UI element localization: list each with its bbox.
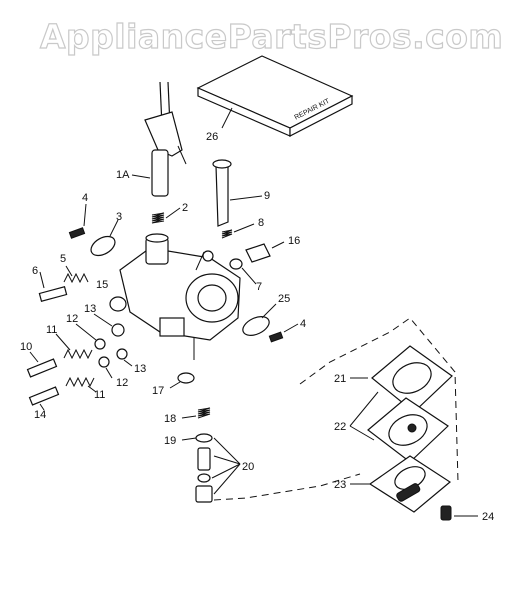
idle-screw-spring (38, 265, 89, 302)
throttle-spring (151, 207, 181, 224)
label-2: 2 (182, 202, 188, 214)
label-3: 3 (116, 211, 122, 223)
choke-plate (229, 258, 257, 285)
label-22: 22 (334, 421, 346, 433)
dashed-connection-line (213, 317, 459, 501)
label-21: 21 (334, 373, 346, 385)
float-bowl-column (169, 338, 241, 503)
label-20: 20 (242, 461, 254, 473)
throttle-plate-screw (68, 203, 87, 239)
welch-plug (245, 241, 285, 263)
label-11-top: 11 (46, 324, 57, 336)
label-16: 16 (288, 235, 300, 247)
label-7: 7 (256, 281, 262, 293)
label-11-bottom: 11 (94, 389, 105, 401)
carburetor-body (119, 233, 241, 341)
choke-shaft (212, 159, 263, 227)
label-24: 24 (482, 511, 494, 523)
choke-spring (221, 223, 255, 239)
pump-screw-24 (440, 505, 478, 521)
watermark-text: AppliancePartsPros.com (40, 17, 503, 56)
label-4-right: 4 (300, 318, 306, 330)
main-needle-assembly (26, 313, 125, 378)
label-10: 10 (20, 341, 32, 353)
pump-gasket-21 (350, 345, 453, 413)
label-18: 18 (164, 413, 176, 425)
label-13-top: 13 (84, 303, 96, 315)
label-14: 14 (34, 409, 46, 421)
label-12-top: 12 (66, 313, 78, 325)
label-6: 6 (32, 265, 38, 277)
label-4-top: 4 (82, 192, 88, 204)
washer (109, 296, 127, 312)
throttle-plate (90, 219, 119, 257)
label-23: 23 (334, 479, 346, 491)
choke-valve-plate (242, 303, 277, 336)
label-25: 25 (278, 293, 290, 305)
label-17: 17 (152, 385, 164, 397)
choke-plate-screw (268, 323, 299, 343)
label-13-bottom: 13 (134, 363, 146, 375)
label-15: 15 (96, 279, 108, 291)
idle-needle-assembly (28, 348, 133, 411)
label-12-bottom: 12 (116, 377, 128, 389)
pump-diaphragm-22 (349, 391, 449, 463)
throttle-lever (131, 81, 187, 197)
label-9: 9 (264, 190, 270, 202)
label-5: 5 (60, 253, 66, 265)
label-19: 19 (164, 435, 176, 447)
label-26: 26 (206, 131, 218, 143)
repair-kit-box: REPAIR KIT (196, 55, 354, 137)
pump-cover-23 (350, 455, 452, 513)
label-8: 8 (258, 217, 264, 229)
label-1A: 1A (116, 169, 130, 181)
